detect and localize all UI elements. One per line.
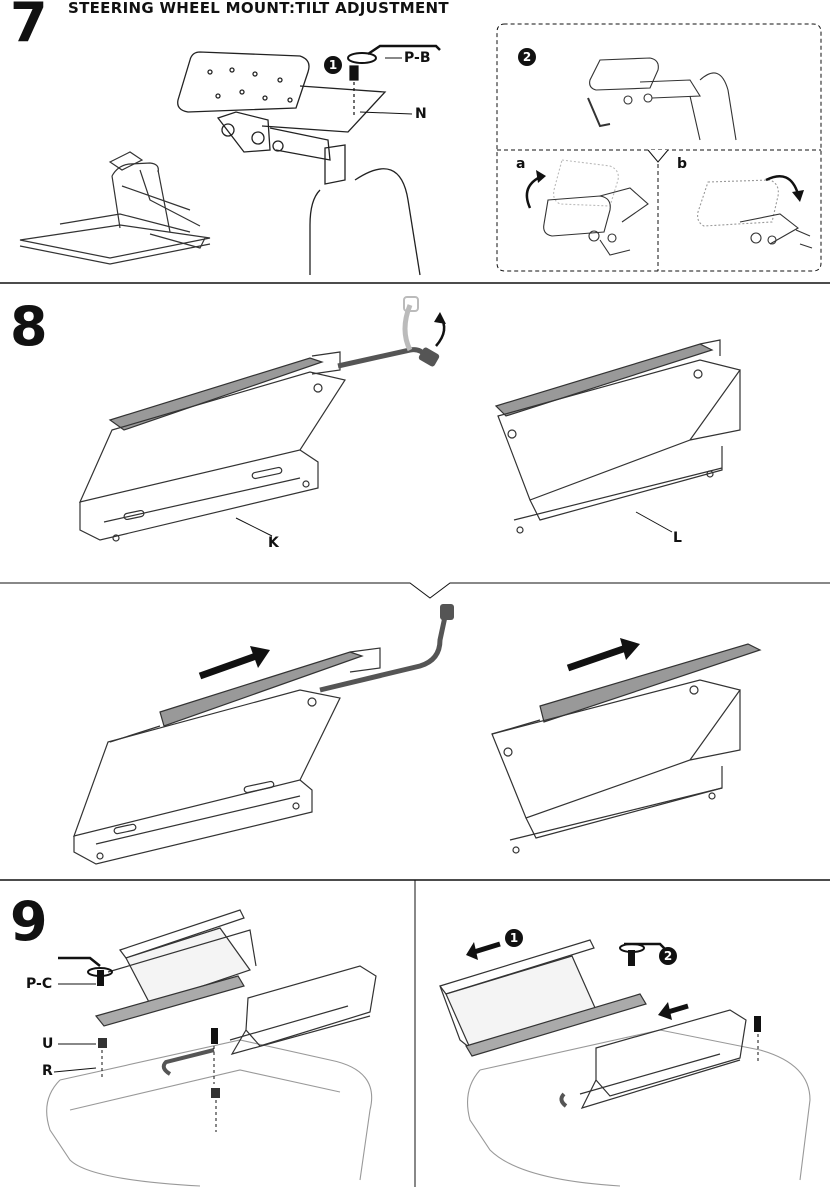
- label-pc: P-C: [26, 976, 53, 992]
- step-8-number: 8: [10, 295, 48, 358]
- handle-up-grip: [440, 604, 454, 620]
- label-k: K: [268, 535, 279, 551]
- inset-label-b: b: [677, 156, 688, 172]
- rotate-arrow-b: [765, 175, 800, 195]
- slide-arrow-2: [667, 1003, 689, 1015]
- push-arrow-k-head: [250, 646, 270, 668]
- step-9-number: 9: [10, 890, 48, 953]
- rotate-arrow-a-head: [536, 170, 546, 183]
- n-leader: [359, 111, 413, 115]
- step-8-divider: [0, 582, 830, 599]
- handle-up-ghost-grip: [403, 296, 419, 312]
- badge-step9-2: 2: [659, 947, 677, 965]
- rail-bracket-k: [78, 351, 346, 542]
- seat-base-right: [467, 1029, 811, 1187]
- seat-base-left: [46, 1039, 373, 1187]
- slide-arrow-1: [473, 941, 501, 955]
- l-leader: [635, 511, 673, 533]
- handle-up-ghost: [402, 304, 413, 352]
- inset-frame: [496, 23, 822, 272]
- k-leader: [235, 517, 273, 537]
- slide-arrow-1-head: [466, 942, 478, 960]
- hardware-step9-left: [58, 956, 220, 1132]
- inset-detail-2: [587, 57, 737, 141]
- r-leader: [53, 1067, 97, 1073]
- handle-down: [337, 347, 428, 369]
- rail-bracket-k-extended: [73, 647, 381, 865]
- handle-up: [319, 611, 449, 693]
- wheel-stand-overview: [19, 151, 211, 265]
- inset-notch: [647, 149, 669, 163]
- screw-pb: [347, 44, 441, 118]
- push-arrow-l: [566, 644, 628, 672]
- rotate-arrow-b-head: [792, 190, 804, 202]
- inset-detail-b: [697, 179, 813, 249]
- inset-label-a: a: [516, 156, 526, 172]
- slide-arrow-2-head: [658, 1002, 672, 1020]
- rail-bracket-l-extended: [491, 643, 762, 854]
- wheel-mount-plate: [177, 51, 421, 276]
- badge-step7-1: 1: [324, 56, 342, 74]
- rails-step9-right: [439, 939, 747, 1109]
- label-r: R: [42, 1063, 53, 1079]
- label-l: L: [673, 530, 682, 546]
- step-7-title: STEERING WHEEL MOUNT:TILT ADJUSTMENT: [68, 0, 449, 17]
- lift-arrow-head: [434, 312, 446, 324]
- push-arrow-l-head: [620, 638, 640, 660]
- badge-step9-1: 1: [505, 929, 523, 947]
- label-n: N: [415, 106, 427, 122]
- handle-down-grip: [418, 347, 440, 367]
- inset-detail-a: [543, 159, 649, 256]
- push-arrow-k: [198, 652, 258, 680]
- badge-step7-2: 2: [518, 48, 536, 66]
- rails-step9-left: [94, 909, 377, 1076]
- rail-bracket-l: [494, 339, 742, 534]
- label-u: U: [42, 1036, 54, 1052]
- step-7-number: 7: [10, 0, 48, 54]
- label-pb: P-B: [404, 50, 431, 66]
